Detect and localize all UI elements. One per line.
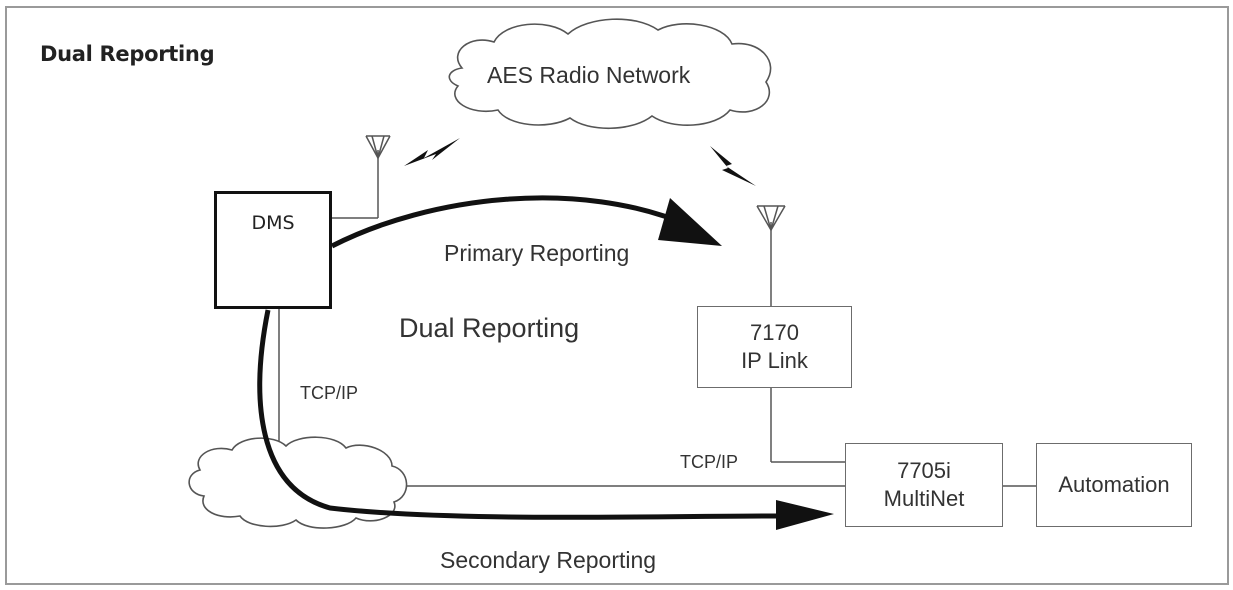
diagram-frame [5,6,1229,585]
radio-signal-left-icon [404,138,460,166]
dms-antenna [332,135,391,219]
lan-cloud [188,436,408,529]
primary-reporting-arrow [330,195,691,249]
iplink-box: 7170 IP Link [697,306,852,388]
tcpip-horizontal-label: TCP/IP [680,452,739,472]
radio-signal-right-icon [710,146,756,186]
center-label: Dual Reporting [399,313,580,343]
iplink-label-line1: 7170 [750,320,799,345]
iplink-antenna [756,205,786,306]
dms-label: DMS [251,212,295,234]
multinet-label-line1: 7705i [897,458,951,483]
dms-box: DMS [214,191,332,309]
primary-reporting-label: Primary Reporting [444,240,630,266]
secondary-reporting-arrow [257,309,785,520]
iplink-label-line2: IP Link [741,348,808,373]
multinet-label-line2: MultiNet [883,486,965,511]
radio-network-cloud [448,18,772,130]
secondary-arrowhead [776,500,834,530]
automation-box: Automation [1036,443,1192,527]
diagram-title: Dual Reporting [40,42,215,66]
tcpip-vertical-label: TCP/IP [300,383,359,403]
primary-arrowhead [658,198,722,246]
secondary-reporting-label: Secondary Reporting [440,547,657,573]
automation-label: Automation [1058,472,1170,497]
multinet-box: 7705i MultiNet [845,443,1003,527]
radio-network-label: AES Radio Network [487,62,691,88]
